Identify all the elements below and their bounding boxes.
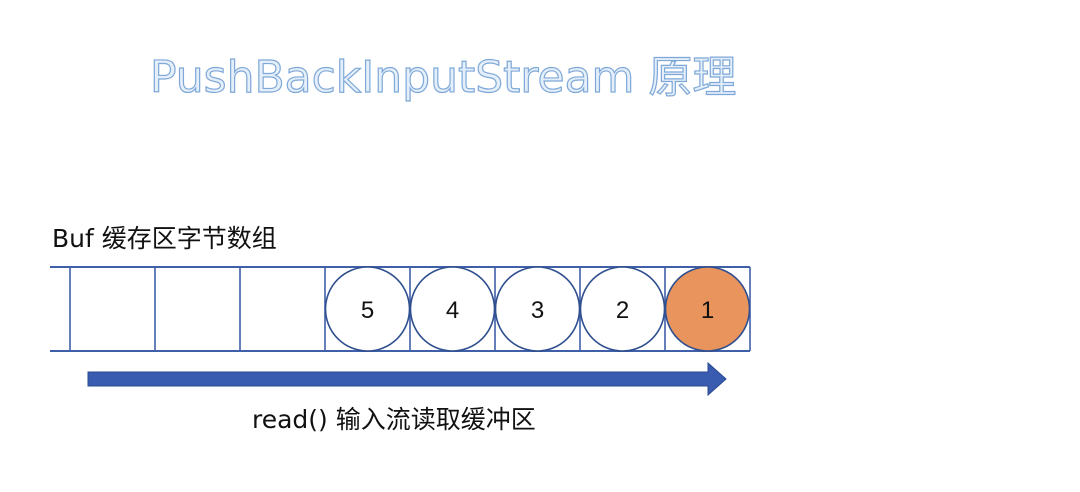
read-label: read() 输入流读取缓冲区 — [252, 405, 536, 434]
byte-label: 1 — [701, 297, 714, 324]
byte-circle — [324, 266, 411, 352]
byte-circle — [579, 266, 666, 352]
byte-circle-highlighted — [664, 266, 751, 352]
diagram-title: PushBackInputStream 原理 — [149, 51, 737, 103]
buffer-label: Buf 缓存区字节数组 — [52, 224, 277, 253]
read-direction-arrow — [87, 361, 727, 397]
byte-label: 2 — [616, 297, 629, 324]
byte-label: 5 — [361, 297, 374, 324]
byte-circle — [494, 266, 581, 352]
byte-circle — [409, 266, 496, 352]
buffer-bytes: 5 4 3 2 1 — [324, 266, 751, 352]
byte-label: 4 — [446, 297, 459, 324]
read-arrow — [87, 361, 727, 397]
byte-label: 3 — [531, 297, 544, 324]
